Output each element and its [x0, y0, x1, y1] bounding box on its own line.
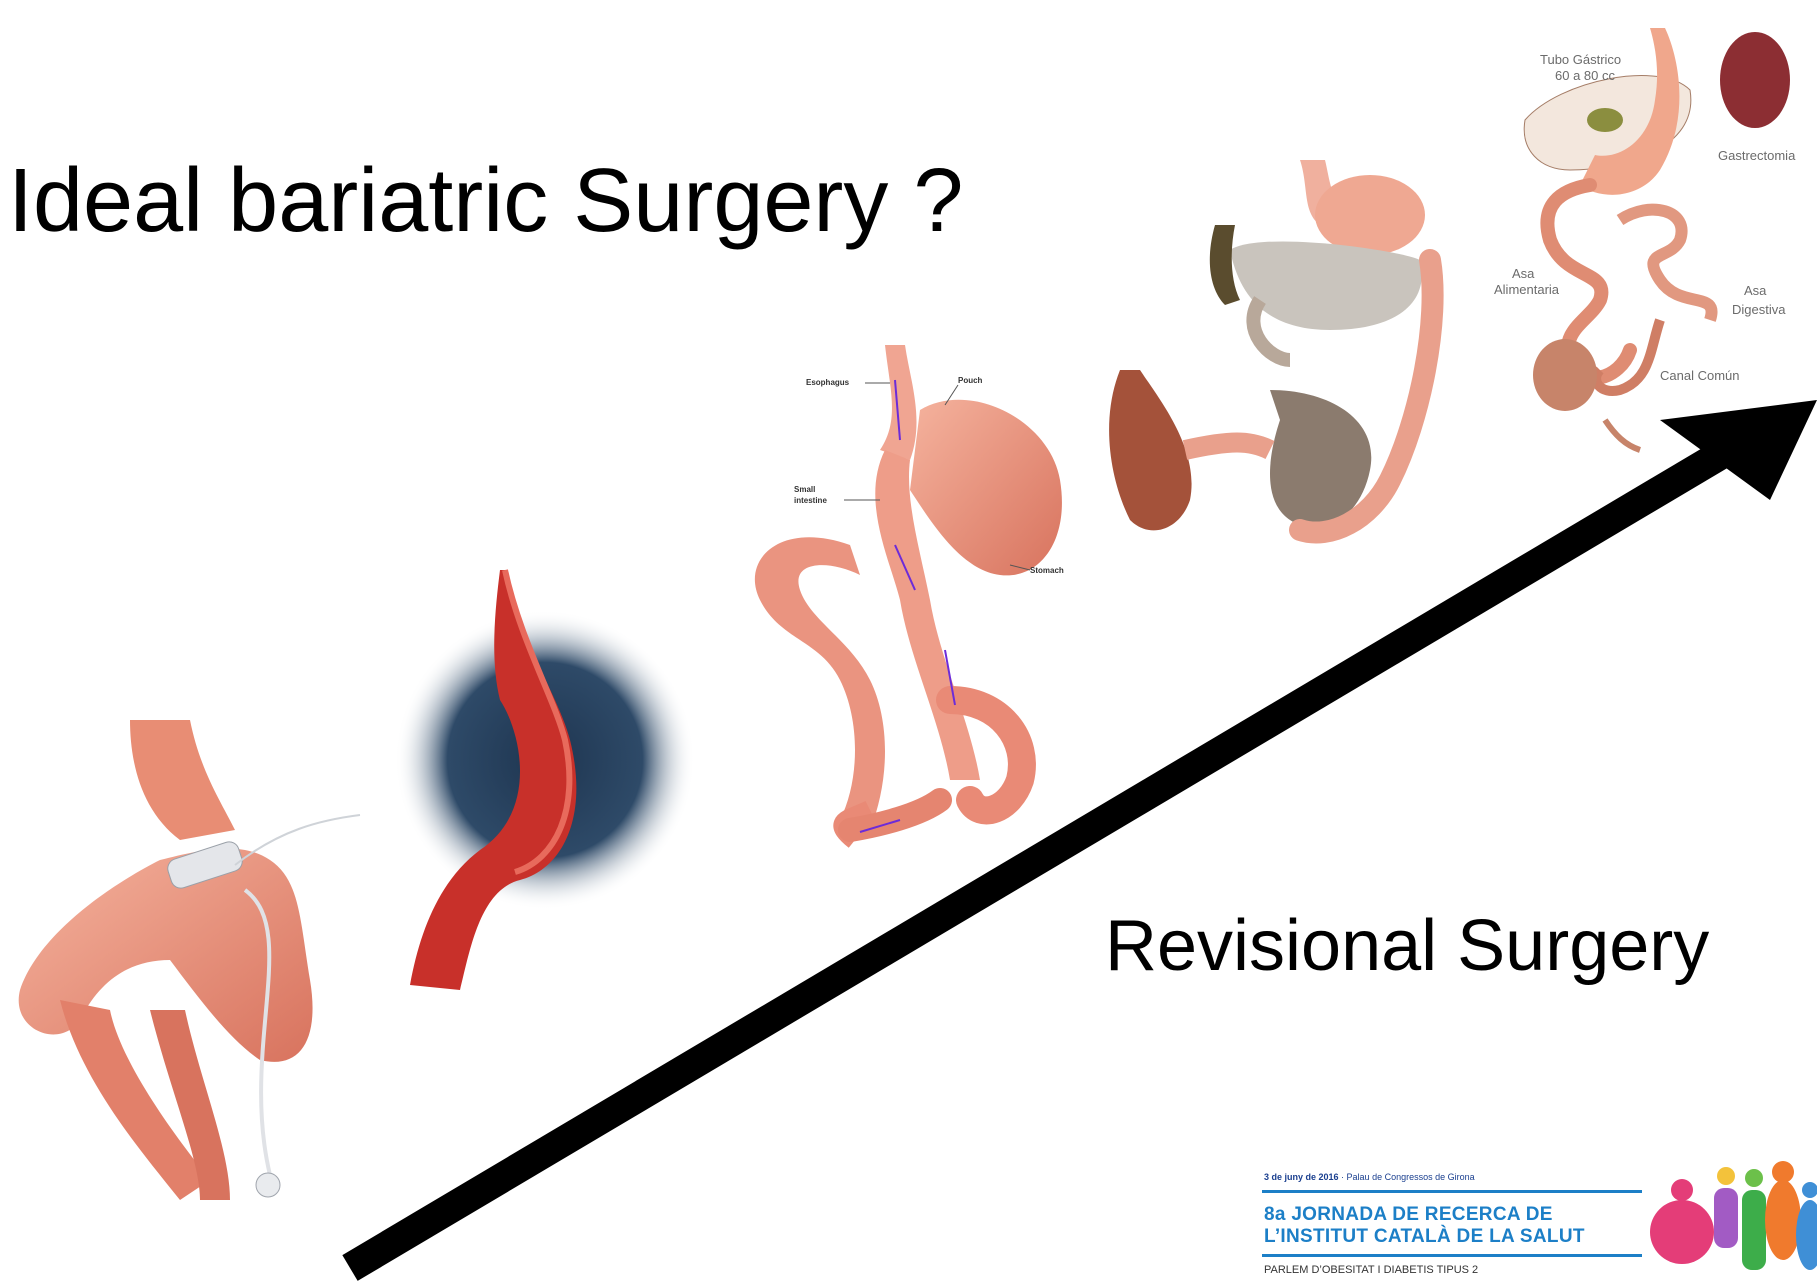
- label-asa-digestiva-1: Asa: [1744, 283, 1767, 298]
- label-esophagus: Esophagus: [806, 378, 850, 387]
- label-alimentaria: Alimentaria: [1494, 282, 1560, 297]
- label-digestiva: Digestiva: [1732, 302, 1786, 317]
- sleeve-gastrectomy-illustration: [395, 570, 695, 990]
- duodenal-switch-illustration: Tubo Gástrico 60 a 80 cc Gastrectomia As…: [1494, 28, 1796, 450]
- logo-tagline: PARLEM D’OBESITAT I DIABETIS TIPUS 2: [1264, 1264, 1478, 1276]
- logo-line1: 8a JORNADA DE RECERCA DE: [1264, 1204, 1553, 1226]
- conference-logo: 3 de juny de 2016 · Palau de Congressos …: [1262, 1160, 1817, 1282]
- label-canal-comun: Canal Común: [1660, 368, 1740, 383]
- people-figures-icon: [1642, 1160, 1817, 1282]
- logo-date: 3 de juny de 2016 · Palau de Congressos …: [1264, 1172, 1475, 1182]
- logo-rule-bottom: [1262, 1254, 1642, 1257]
- biliopancreatic-diversion-illustration: [1109, 160, 1433, 533]
- label-stomach: Stomach: [1030, 566, 1064, 575]
- logo-rule-top: [1262, 1190, 1642, 1193]
- label-tubo-gastrico: Tubo Gástrico: [1540, 52, 1621, 67]
- roux-en-y-illustration: Esophagus Pouch Small intestine Stomach: [755, 345, 1064, 840]
- label-small: Small: [794, 485, 815, 494]
- label-tubo-volume: 60 a 80 cc: [1555, 68, 1615, 83]
- logo-line2: L’INSTITUT CATALÀ DE LA SALUT: [1264, 1226, 1585, 1248]
- label-pouch: Pouch: [958, 376, 983, 385]
- label-intestine: intestine: [794, 496, 827, 505]
- revisional-surgery-label: Revisional Surgery: [1105, 905, 1709, 987]
- label-gastrectomia: Gastrectomia: [1718, 148, 1796, 163]
- label-asa: Asa: [1512, 266, 1535, 281]
- gastric-band-illustration: [19, 720, 360, 1200]
